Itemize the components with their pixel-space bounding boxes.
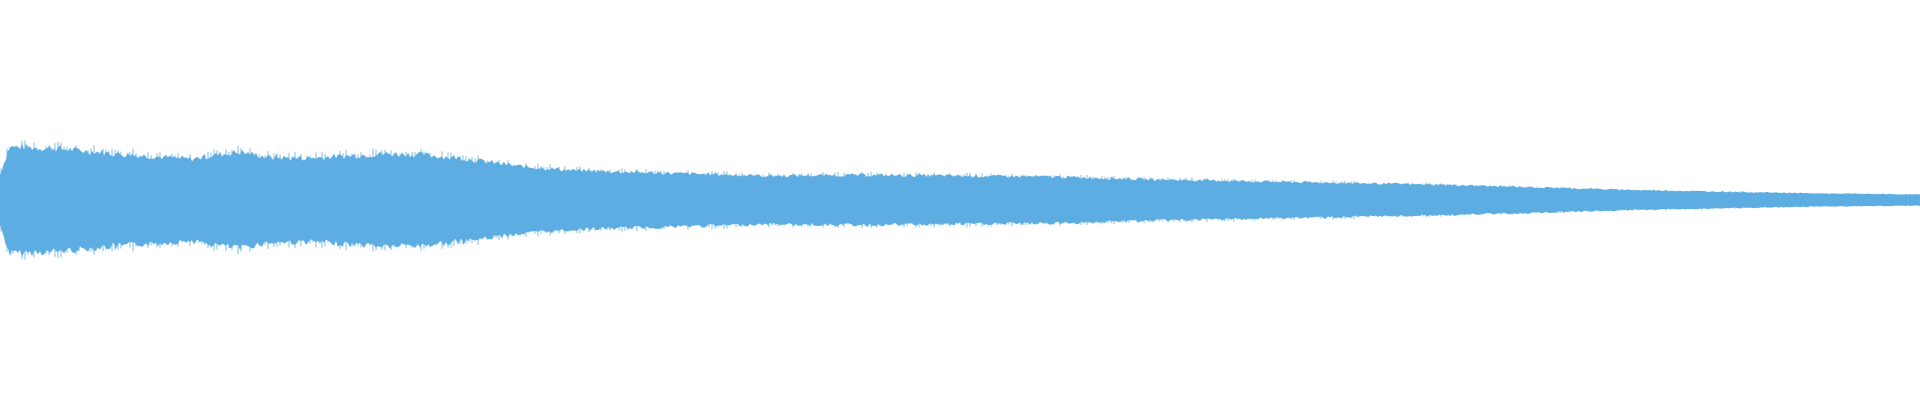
waveform-envelope bbox=[0, 143, 1920, 257]
waveform-samples bbox=[0, 140, 1919, 260]
